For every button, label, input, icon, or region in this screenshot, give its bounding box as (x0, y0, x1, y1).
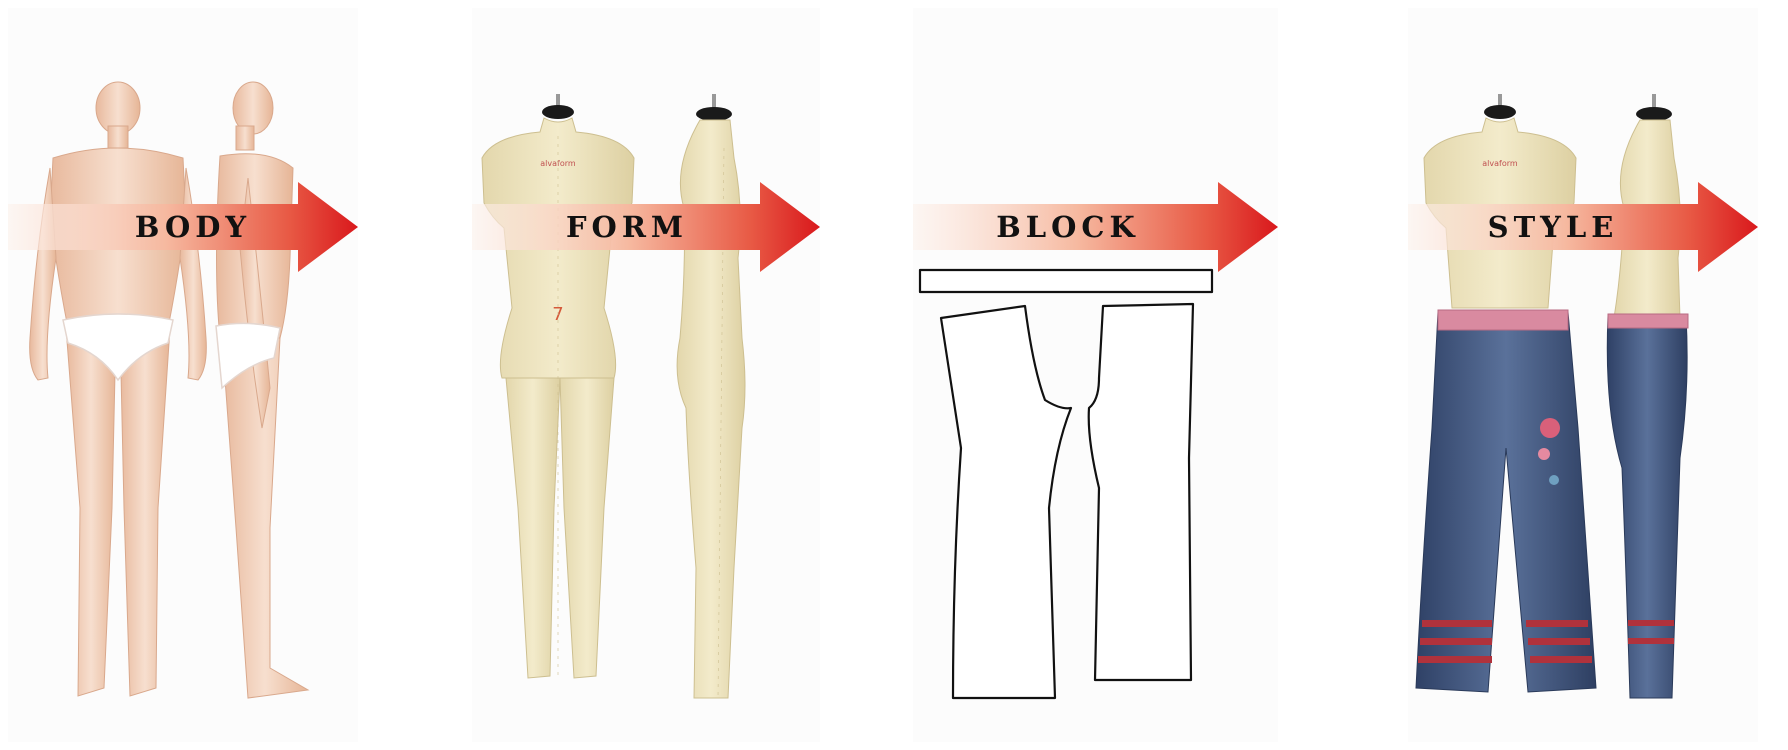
flower-embroidery (1540, 418, 1560, 438)
waistband-piece (920, 270, 1212, 292)
body-panel (8, 8, 358, 742)
stage-label-body: BODY (8, 204, 378, 250)
style-panel: alvaform (1408, 8, 1758, 742)
form-panel: alvaform 7 (472, 8, 820, 742)
stage-label-block: BLOCK (913, 204, 1223, 250)
back-leg-piece (1089, 304, 1193, 680)
dress-form-figure: alvaform 7 (472, 8, 820, 742)
arrow-body: BODY (8, 182, 358, 272)
arrow-style: STYLE (1408, 182, 1758, 272)
arrow-form: FORM (472, 182, 820, 272)
human-body-figure (8, 8, 358, 742)
block-panel (913, 8, 1278, 742)
form-neck-cap-side (696, 107, 732, 121)
jeans-side (1607, 314, 1688, 698)
stage-label-style: STYLE (1408, 204, 1698, 250)
arrow-block: BLOCK (913, 182, 1278, 272)
form-neck-cap (542, 105, 574, 119)
front-leg-piece (941, 306, 1071, 698)
jeans-front (1416, 310, 1596, 692)
styled-jeans-figure: alvaform (1408, 8, 1758, 742)
stage-label-form: FORM (472, 204, 782, 250)
pattern-block-figure (913, 8, 1278, 742)
form-brand-style: alvaform (1482, 159, 1518, 168)
